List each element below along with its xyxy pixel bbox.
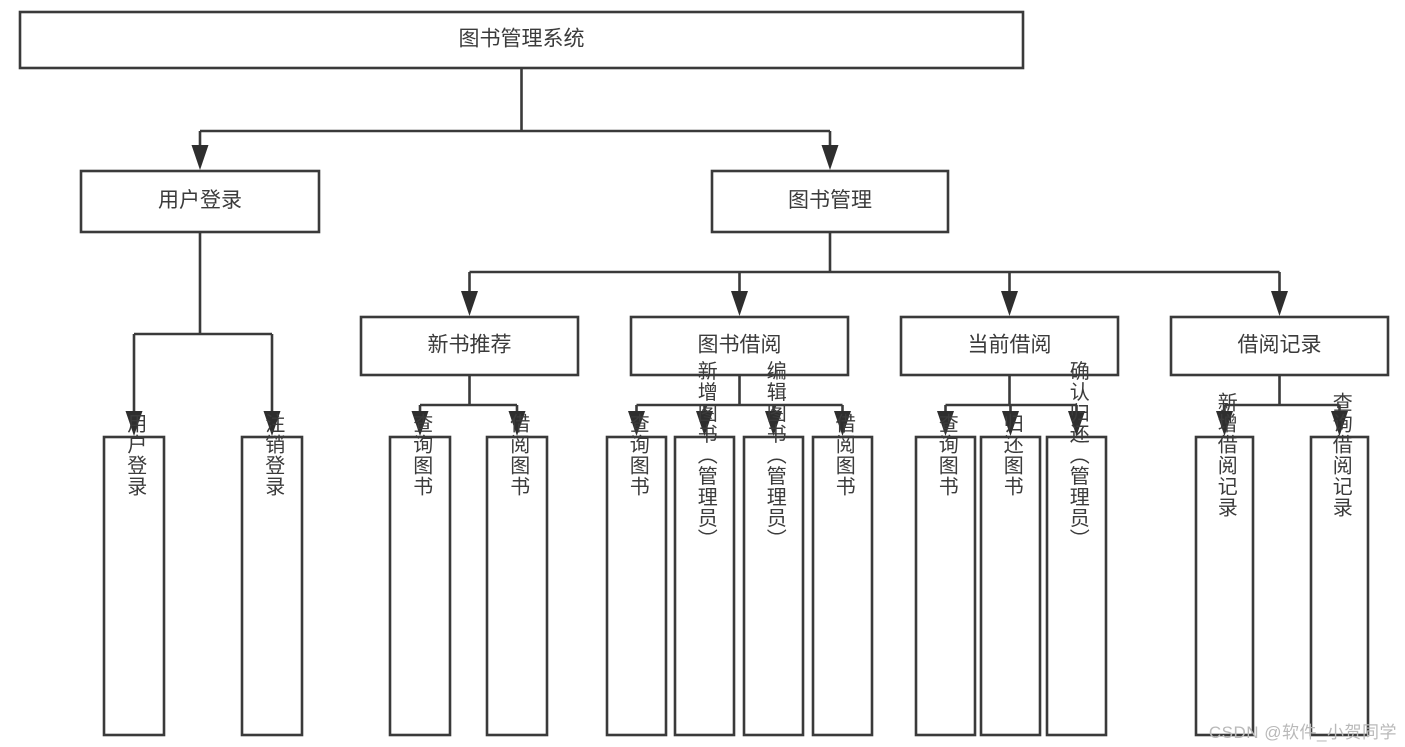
node-label-book-borrow: 图书借阅: [698, 334, 782, 357]
node-user-login[interactable]: 用户登录: [79, 169, 321, 234]
arrow-head-icon: [461, 291, 478, 316]
arrow-head-icon: [508, 411, 526, 436]
node-box-new-book-rec[interactable]: [359, 315, 580, 377]
node-box-leaf-query-book-1[interactable]: [388, 435, 452, 737]
arrow-head-icon: [731, 291, 748, 316]
node-leaf-query-book-3[interactable]: 查询图书: [914, 413, 977, 737]
node-box-user-login[interactable]: [79, 169, 321, 234]
node-leaf-logout[interactable]: 注销登录: [240, 413, 304, 737]
node-label-leaf-borrow-book-2: 借阅图书: [832, 413, 855, 497]
node-leaf-return-book[interactable]: 归还图书: [979, 413, 1042, 737]
node-leaf-confirm-return[interactable]: 确认归还（管理员）: [1045, 360, 1108, 737]
connector-group-root: [191, 68, 839, 170]
node-label-leaf-query-book-2: 查询图书: [626, 413, 649, 497]
node-leaf-add-book[interactable]: 新增图书（管理员）: [673, 360, 736, 737]
node-label-user-login: 用户登录: [158, 189, 242, 212]
node-leaf-edit-book[interactable]: 编辑图书（管理员）: [742, 360, 805, 737]
node-label-leaf-add-book: 新增图书（管理员）: [694, 360, 717, 549]
arrow-head-icon: [937, 411, 954, 436]
arrow-head-icon: [1002, 411, 1019, 436]
node-box-leaf-query-record[interactable]: [1309, 435, 1370, 737]
node-leaf-query-book-1[interactable]: 查询图书: [388, 413, 452, 737]
node-box-leaf-add-record[interactable]: [1194, 435, 1255, 737]
node-label-leaf-logout: 注销登录: [262, 413, 285, 497]
connector-group-current-borrow: [937, 375, 1085, 436]
node-box-leaf-borrow-book-1[interactable]: [485, 435, 549, 737]
node-label-book-manage: 图书管理: [788, 189, 872, 212]
csdn-watermark: CSDN @软件_小贺同学: [1208, 723, 1397, 742]
arrow-head-icon: [1068, 411, 1085, 436]
connector-layer: [125, 68, 1348, 436]
arrow-head-icon: [191, 145, 209, 170]
node-box-current-borrow[interactable]: [899, 315, 1120, 377]
connector-group-book-manage: [461, 232, 1288, 316]
node-book-borrow[interactable]: 图书借阅: [629, 315, 850, 377]
node-layer: 图书管理系统用户登录图书管理新书推荐图书借阅当前借阅借阅记录用户登录注销登录查询…: [18, 10, 1390, 737]
node-leaf-borrow-book-1[interactable]: 借阅图书: [485, 413, 549, 737]
node-leaf-query-book-2[interactable]: 查询图书: [605, 413, 668, 737]
node-box-leaf-add-book[interactable]: [673, 435, 736, 737]
node-label-leaf-add-record: 新增借阅记录: [1214, 392, 1237, 518]
node-label-leaf-query-book-1: 查询图书: [410, 413, 433, 497]
connector-group-borrow-record: [1216, 375, 1348, 436]
arrow-head-icon: [125, 411, 143, 436]
node-borrow-record[interactable]: 借阅记录: [1169, 315, 1390, 377]
arrow-head-icon: [765, 411, 782, 436]
node-box-leaf-query-book-2[interactable]: [605, 435, 668, 737]
arrow-head-icon: [1001, 291, 1018, 316]
node-leaf-user-login[interactable]: 用户登录: [102, 413, 166, 737]
arrow-head-icon: [821, 145, 839, 170]
node-box-leaf-logout[interactable]: [240, 435, 304, 737]
node-book-manage[interactable]: 图书管理: [710, 169, 950, 234]
arrow-head-icon: [1271, 291, 1288, 316]
connector-group-book-borrow: [628, 375, 851, 436]
arrow-head-icon: [696, 411, 713, 436]
node-label-leaf-query-book-3: 查询图书: [935, 413, 958, 497]
node-label-root: 图书管理系统: [459, 28, 585, 51]
node-box-leaf-query-book-3[interactable]: [914, 435, 977, 737]
node-label-borrow-record: 借阅记录: [1238, 334, 1322, 357]
node-box-leaf-edit-book[interactable]: [742, 435, 805, 737]
node-leaf-add-record[interactable]: 新增借阅记录: [1194, 392, 1255, 737]
node-leaf-borrow-book-2[interactable]: 借阅图书: [811, 413, 874, 737]
node-label-new-book-rec: 新书推荐: [428, 334, 512, 357]
arrow-head-icon: [1216, 411, 1233, 436]
node-box-borrow-record[interactable]: [1169, 315, 1390, 377]
node-label-leaf-edit-book: 编辑图书（管理员）: [763, 360, 786, 549]
arrow-head-icon: [263, 411, 281, 436]
arrow-head-icon: [628, 411, 645, 436]
node-box-leaf-borrow-book-2[interactable]: [811, 435, 874, 737]
node-box-root[interactable]: [18, 10, 1025, 70]
node-box-book-borrow[interactable]: [629, 315, 850, 377]
node-box-leaf-user-login[interactable]: [102, 435, 166, 737]
node-leaf-query-record[interactable]: 查询借阅记录: [1309, 392, 1370, 737]
node-label-leaf-user-login: 用户登录: [124, 413, 147, 497]
node-box-leaf-return-book[interactable]: [979, 435, 1042, 737]
arrow-head-icon: [1331, 411, 1348, 436]
arrow-head-icon: [411, 411, 429, 436]
connector-group-new-book-rec: [411, 375, 526, 436]
arrow-head-icon: [834, 411, 851, 436]
node-label-leaf-confirm-return: 确认归还（管理员）: [1066, 360, 1089, 549]
node-box-book-manage[interactable]: [710, 169, 950, 234]
connector-group-user-login: [125, 232, 281, 436]
node-label-current-borrow: 当前借阅: [968, 334, 1052, 357]
node-label-leaf-borrow-book-1: 借阅图书: [507, 413, 530, 497]
node-current-borrow[interactable]: 当前借阅: [899, 315, 1120, 377]
node-box-leaf-confirm-return[interactable]: [1045, 435, 1108, 737]
node-new-book-rec[interactable]: 新书推荐: [359, 315, 580, 377]
node-label-leaf-query-record: 查询借阅记录: [1329, 392, 1352, 518]
node-label-leaf-return-book: 归还图书: [1000, 413, 1023, 497]
node-root[interactable]: 图书管理系统: [18, 10, 1025, 70]
